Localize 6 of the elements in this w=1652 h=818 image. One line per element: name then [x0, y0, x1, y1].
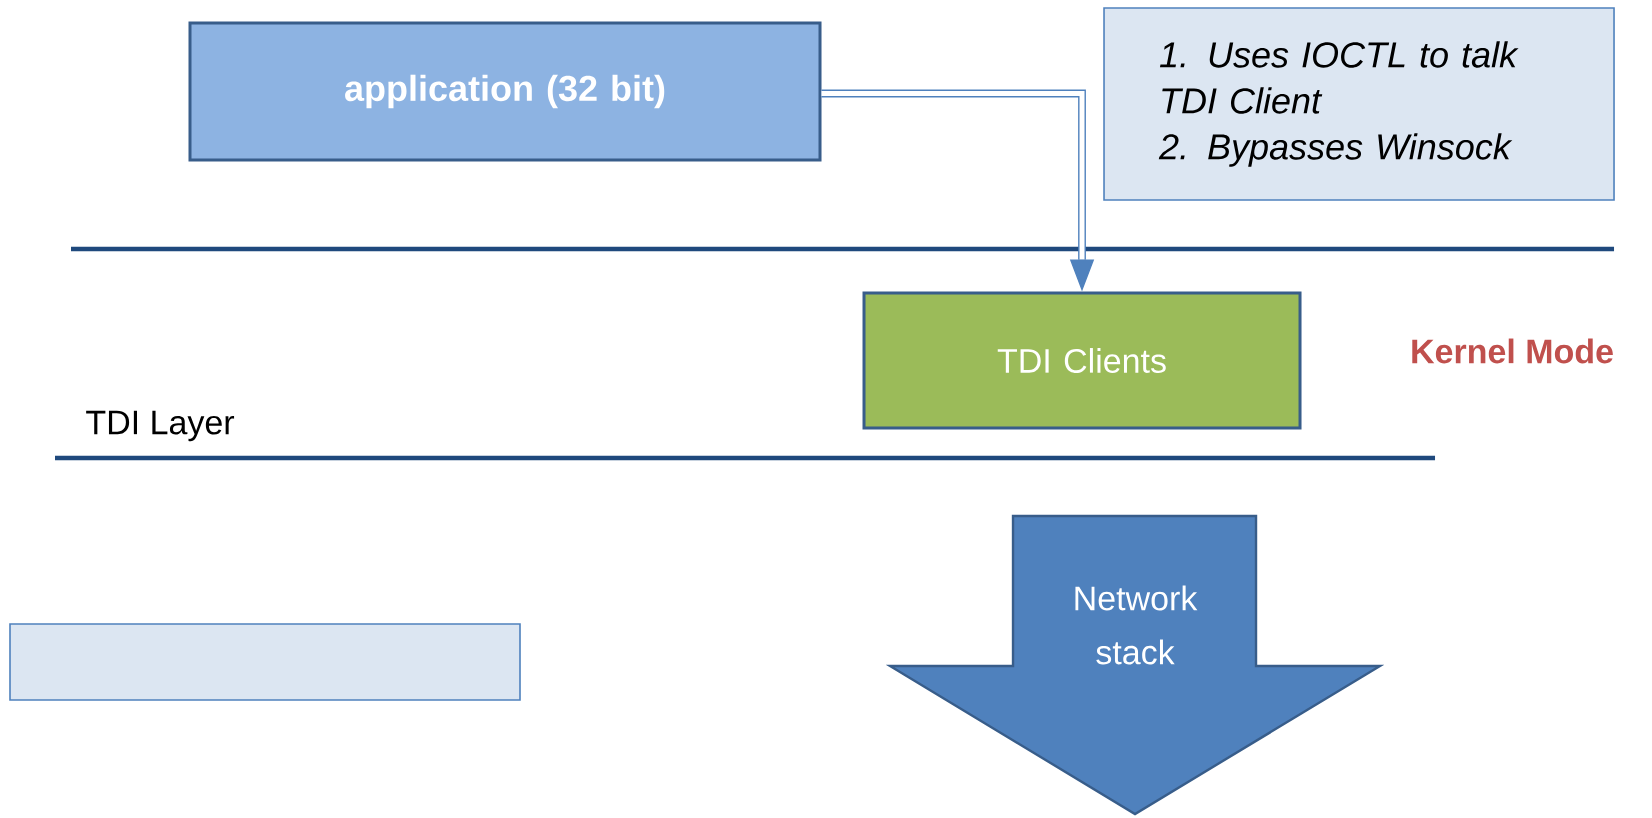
layer-label: TDI Layer [86, 410, 235, 442]
process-box: TDI Clients [862, 291, 1302, 430]
kernel-mode-label: Kernel Mode [1412, 338, 1613, 364]
note-box: 1. Uses IOCTL to talk TDI Client 2. Bypasses Winsock [1103, 7, 1615, 201]
application-box: application (32 bit) [188, 21, 822, 162]
note-box [9, 623, 521, 701]
